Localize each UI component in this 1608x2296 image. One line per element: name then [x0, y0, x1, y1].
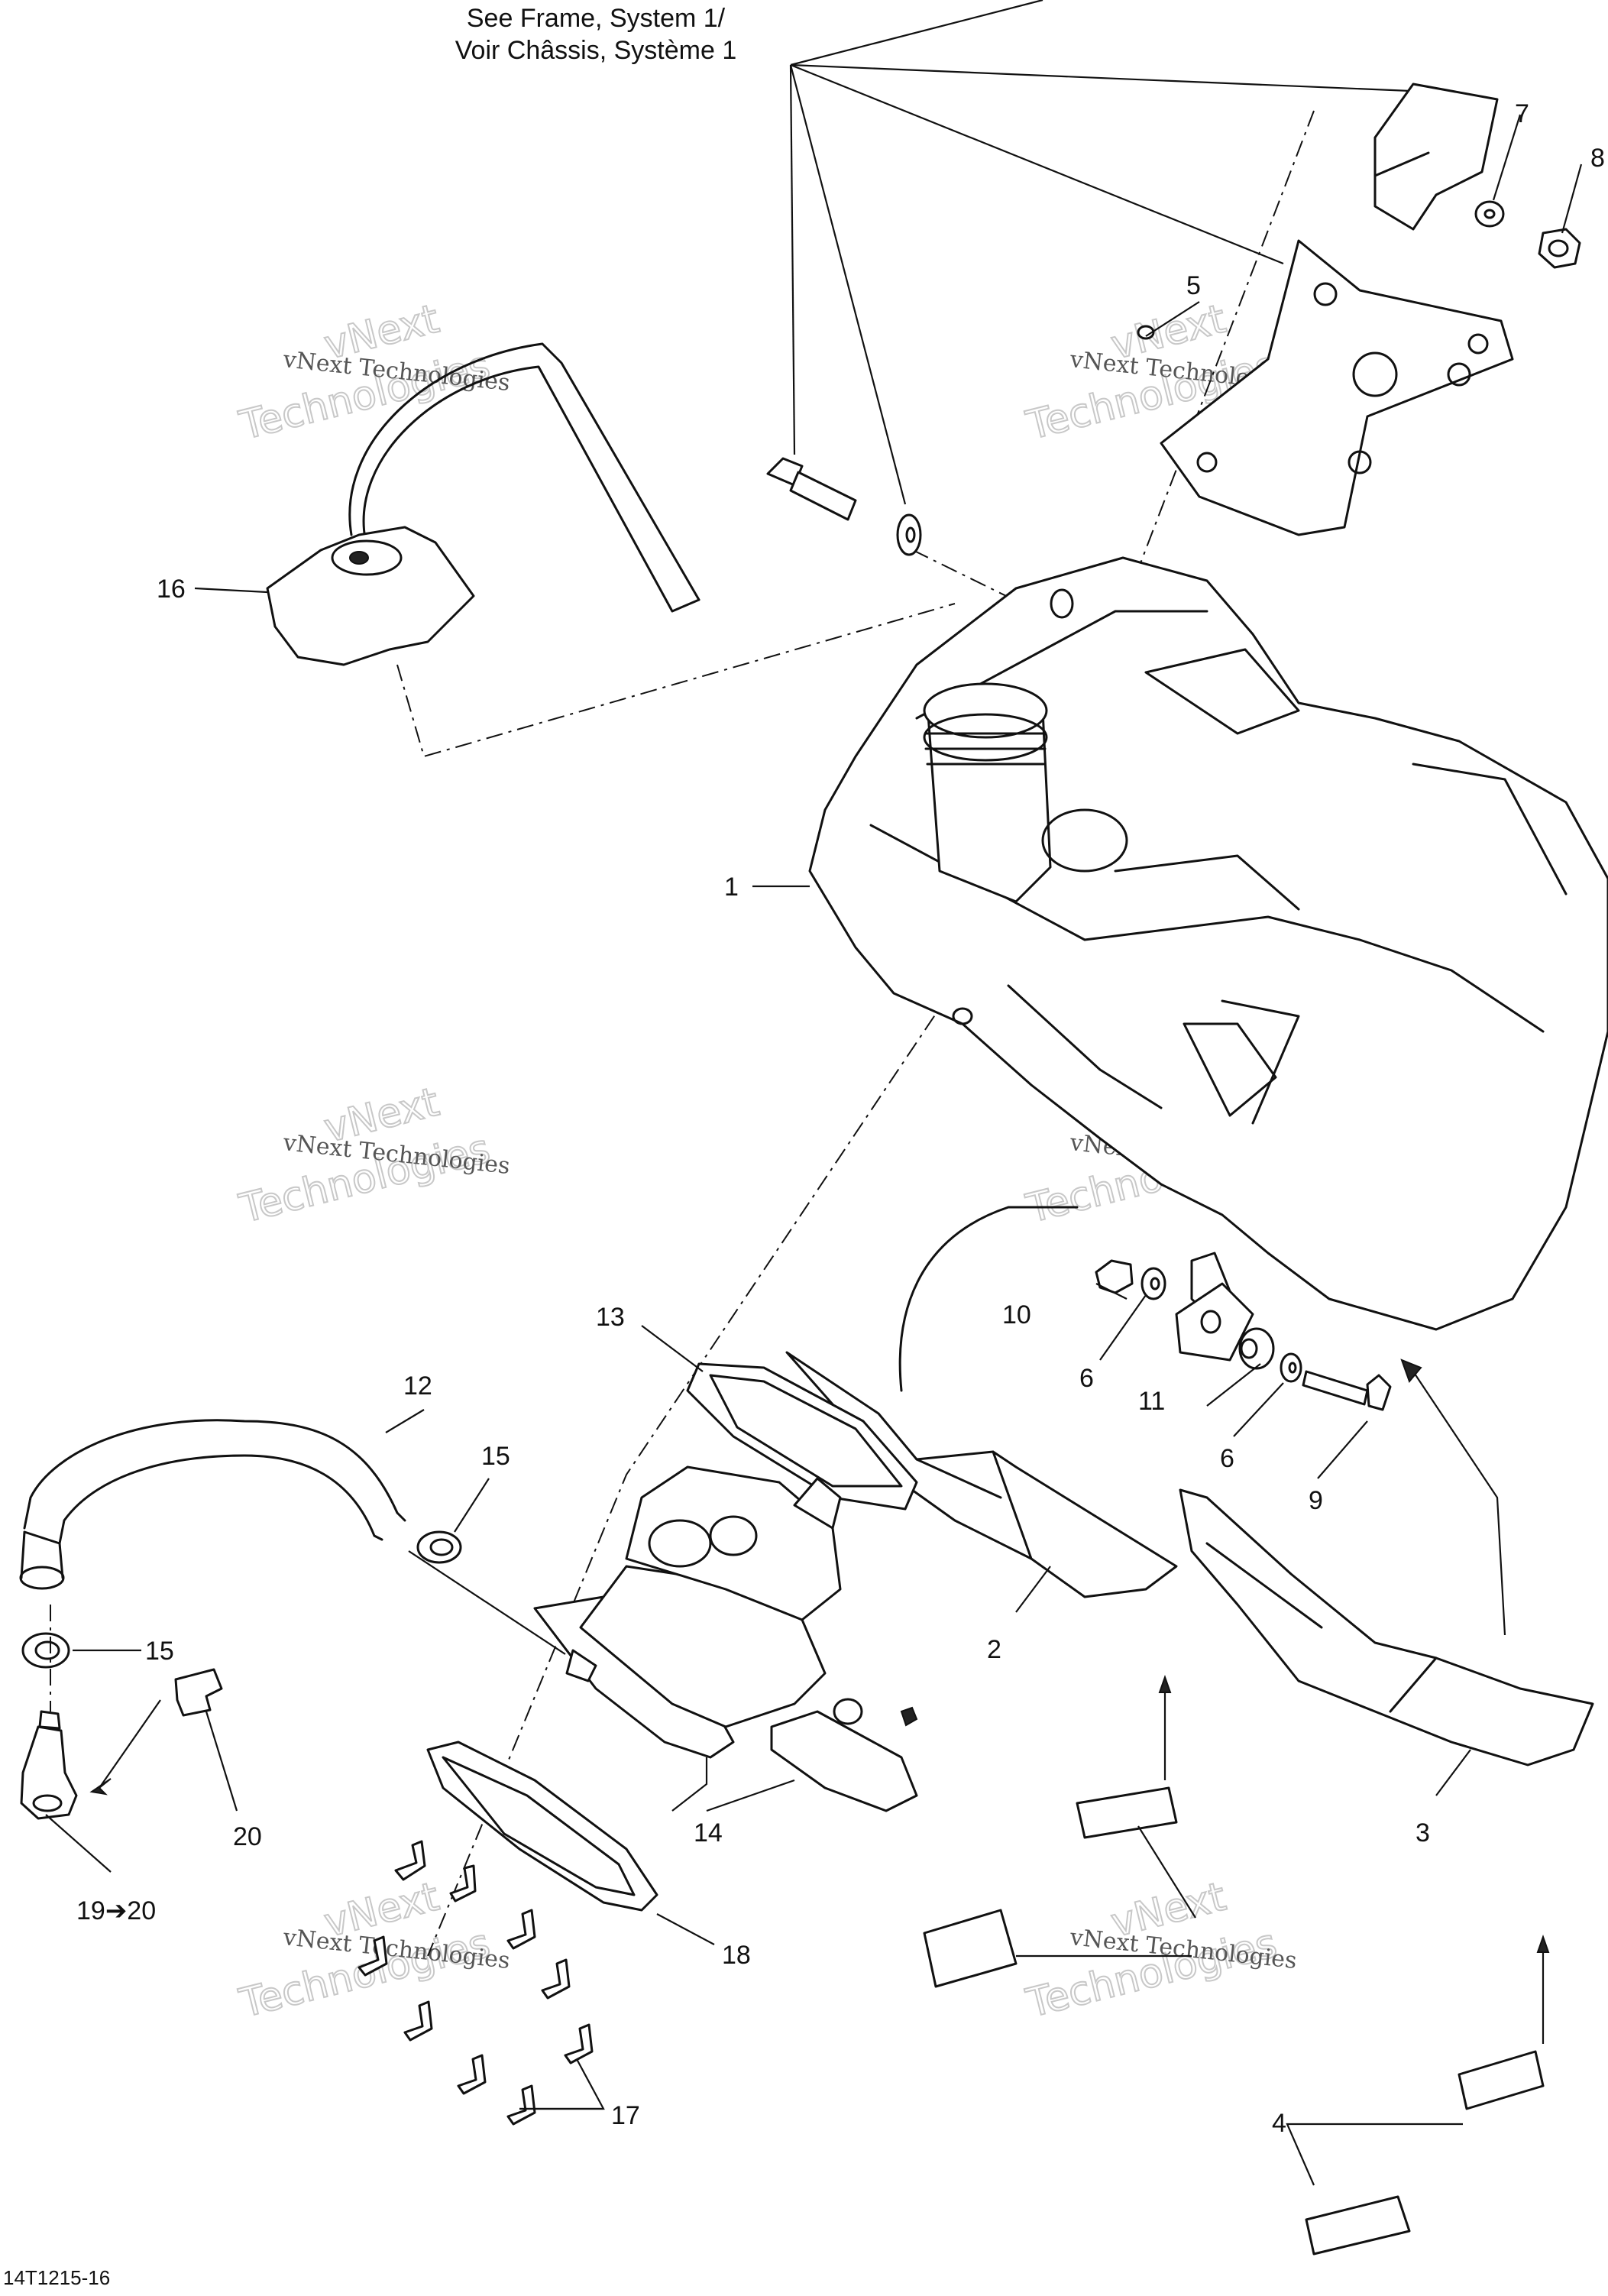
adhesive-pads-4 — [923, 1786, 1545, 2256]
drawing-code: 14T1215-16 — [3, 2266, 110, 2289]
header-line-2: Voir Châssis, Système 1 — [455, 36, 736, 65]
washer-6-upper — [1140, 1267, 1166, 1300]
nut-10 — [1095, 1259, 1134, 1294]
callout-10: 10 — [1002, 1300, 1031, 1329]
callout-17: 17 — [611, 2101, 640, 2130]
callout-15b: 15 — [145, 1637, 174, 1666]
callout-6a: 6 — [1079, 1364, 1094, 1393]
tank-bolt — [766, 457, 857, 521]
fuel-pump-14 — [533, 1465, 918, 1812]
tank-washer — [896, 513, 922, 556]
callout-13: 13 — [596, 1303, 625, 1332]
seal-18 — [426, 1741, 658, 1912]
callout-20: 20 — [233, 1822, 262, 1851]
header-line-1: See Frame, System 1/ — [467, 4, 726, 33]
callout-4: 4 — [1272, 2109, 1286, 2138]
callout-leaders — [45, 114, 1583, 2186]
callout-numbers: 1 2 3 4 5 6 6 7 8 9 10 11 12 13 14 15 15… — [76, 99, 1605, 2138]
watermark-top-left: Technologies vNext vNext Technologies — [235, 296, 512, 450]
quick-connector-19 — [20, 1710, 78, 1820]
vent-hose — [348, 342, 700, 613]
washer-6-lower — [1280, 1352, 1302, 1383]
callout-19-20: 19➔20 — [76, 1896, 156, 1925]
pad-direction-arrows — [1158, 1358, 1550, 2044]
grommet-11 — [1238, 1327, 1275, 1370]
callout-6b: 6 — [1220, 1444, 1234, 1473]
gasket-13 — [686, 1362, 918, 1511]
watermark-bottom-left: Technologies vNext vNext Technologies — [235, 1873, 512, 2028]
connector-axis — [50, 1550, 566, 1796]
callout-16: 16 — [157, 575, 186, 604]
callout-14: 14 — [694, 1818, 723, 1847]
callout-15a: 15 — [481, 1442, 510, 1471]
frame-bracket — [1160, 83, 1514, 536]
callout-12: 12 — [403, 1371, 432, 1401]
mount-bracket — [1175, 1282, 1254, 1362]
screws-17 — [358, 1840, 594, 2126]
shield-3 — [1179, 1488, 1594, 1767]
callout-3: 3 — [1415, 1818, 1430, 1847]
callout-18: 18 — [722, 1941, 751, 1970]
fuel-line-12 — [19, 1419, 406, 1590]
callout-8: 8 — [1590, 144, 1605, 173]
callout-5: 5 — [1186, 271, 1201, 300]
clamp-15-lower — [21, 1632, 70, 1669]
callout-1: 1 — [724, 873, 739, 902]
bolt-9 — [1302, 1370, 1392, 1411]
shield-outline-curve — [898, 1206, 1079, 1392]
bolt-5 — [1137, 325, 1155, 340]
fuel-cap-16 — [266, 526, 475, 666]
watermark-bottom-right: Technologies vNext vNext Technologies — [1021, 1873, 1299, 2028]
frame-reference-leaders — [789, 0, 1429, 505]
callout-11: 11 — [1138, 1387, 1165, 1416]
shield-2 — [785, 1351, 1178, 1598]
washer-7 — [1474, 200, 1505, 228]
callout-2: 2 — [987, 1635, 1001, 1664]
fuel-tank — [808, 556, 1608, 1331]
nut-8 — [1538, 228, 1581, 269]
callout-9: 9 — [1309, 1486, 1323, 1515]
retainer-clip-20 — [174, 1668, 223, 1717]
watermark-mid-left: Technologies vNext vNext Technologies — [235, 1079, 512, 1233]
clamp-15-upper — [416, 1530, 462, 1564]
callout-7: 7 — [1515, 99, 1529, 128]
